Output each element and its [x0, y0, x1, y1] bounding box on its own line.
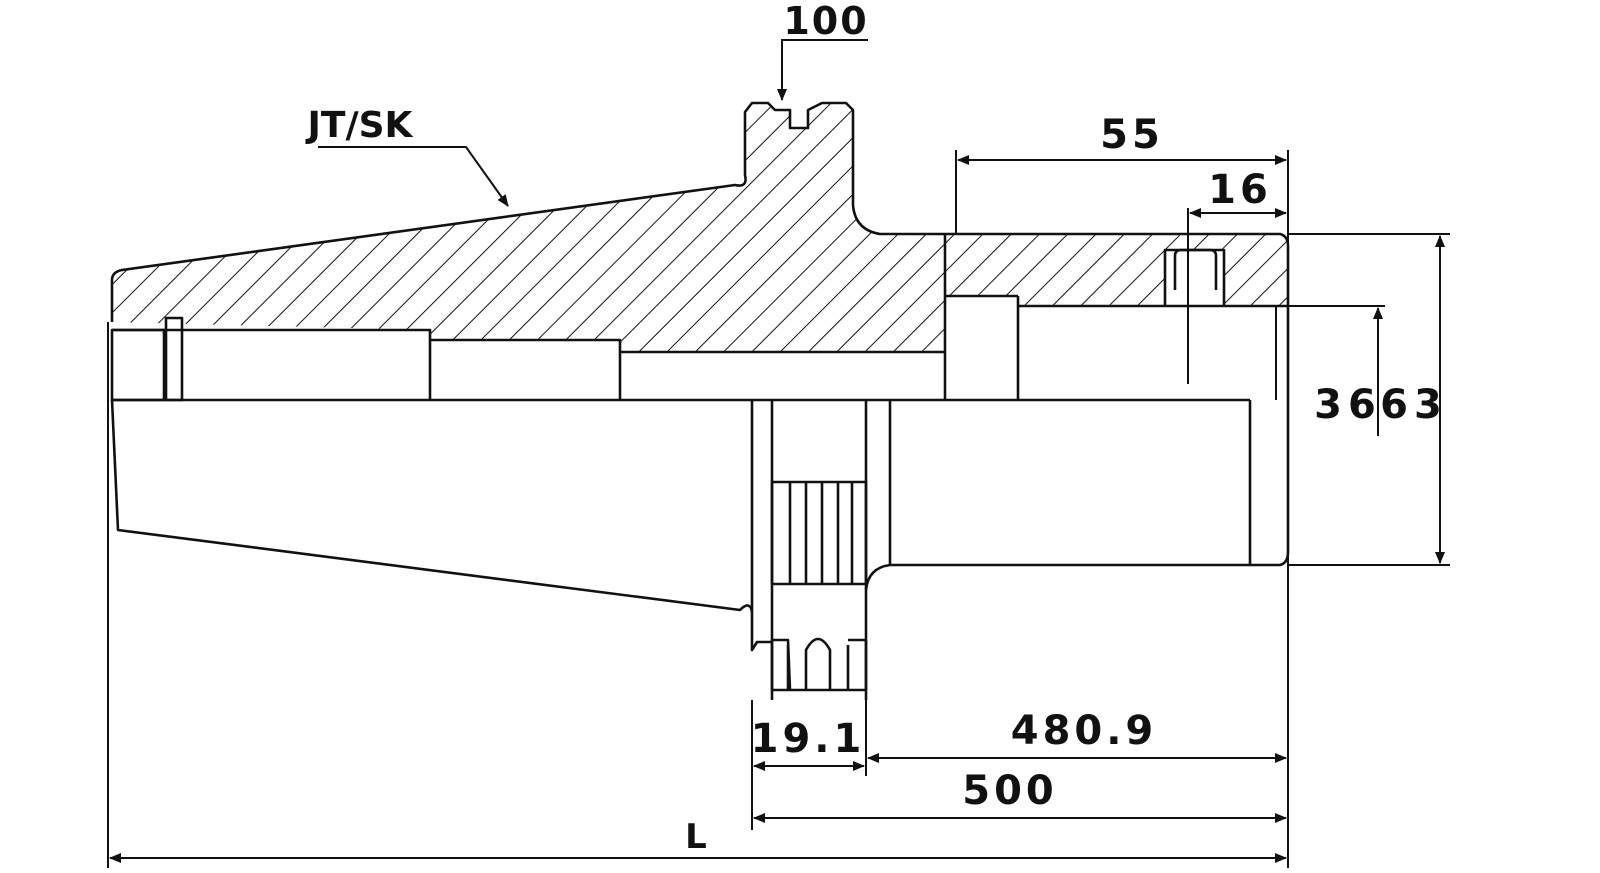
label-dia-63: 63	[1380, 382, 1448, 428]
dimension-lines	[109, 39, 1445, 863]
label-len-16: 16	[1208, 167, 1272, 213]
label-len-55: 55	[1100, 112, 1164, 158]
section-hatch	[112, 103, 1288, 352]
label-len-480-9: 480.9	[1011, 708, 1158, 754]
leader-100	[777, 39, 868, 101]
label-flange-dim: 100	[783, 0, 868, 43]
label-taper: JT/SK	[305, 105, 414, 146]
label-dia-36: 36	[1314, 382, 1382, 428]
extension-lines	[107, 150, 1450, 868]
label-len-500: 500	[962, 768, 1058, 814]
leader-taper	[318, 146, 509, 207]
label-len-19-1: 19.1	[751, 716, 866, 762]
outline	[110, 101, 1290, 700]
label-total-length: L	[685, 817, 707, 857]
labels: 100 JT/SK 55 16 36 63 19.1 480.9 500 L	[305, 0, 1448, 857]
